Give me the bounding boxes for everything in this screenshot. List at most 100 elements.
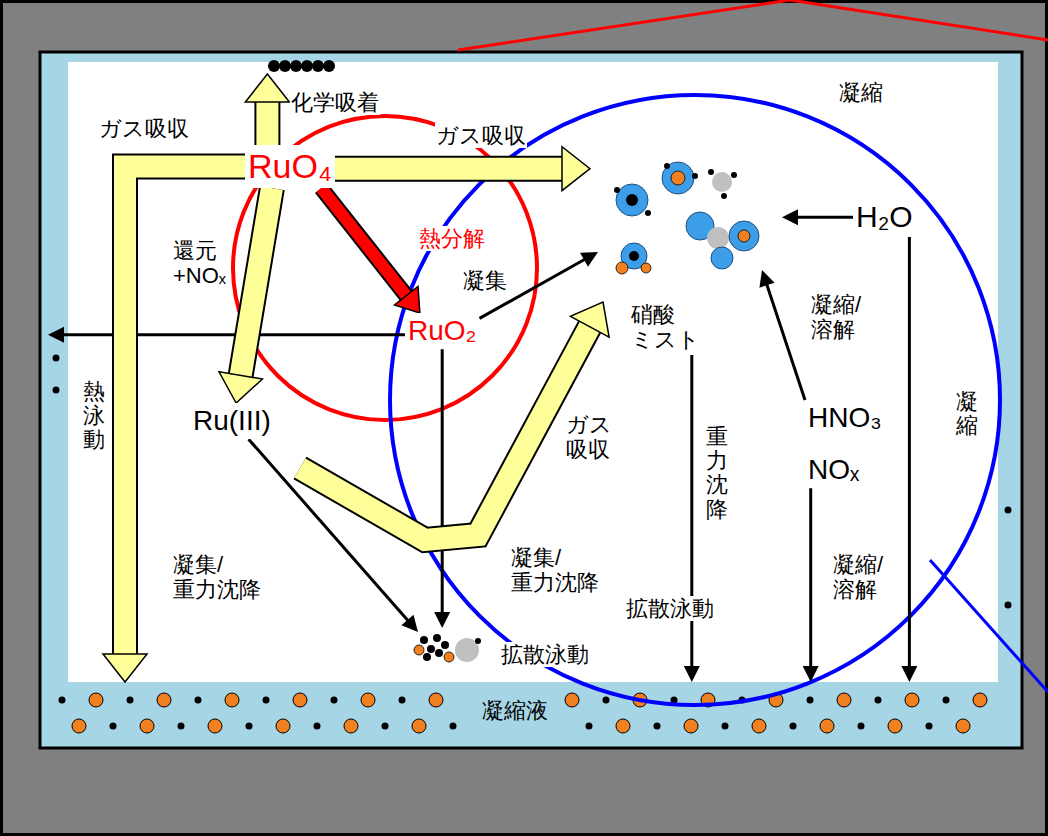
deposited-particles — [414, 634, 481, 662]
particle — [361, 693, 375, 707]
particle — [429, 693, 443, 707]
particle — [293, 693, 307, 707]
process-arrow — [219, 188, 272, 403]
arrow-outline — [321, 188, 407, 296]
process-arrow — [321, 188, 420, 313]
wall-particles — [53, 355, 1012, 609]
chamber-gas-space — [68, 62, 998, 682]
process-label: 凝縮 — [955, 390, 979, 438]
particle — [926, 723, 933, 730]
particle — [684, 719, 698, 733]
particle — [127, 697, 134, 704]
zoom-line — [458, 0, 790, 50]
arrow-head — [219, 372, 262, 403]
arrow-shaft — [767, 284, 805, 400]
arrow-outline — [254, 101, 280, 145]
arrow-shaft — [241, 188, 272, 376]
species-label: NOₓ — [808, 454, 859, 486]
arrow-head — [684, 666, 700, 682]
arrow-shaft — [321, 188, 407, 296]
species-box: RuO₄ — [245, 145, 335, 188]
particle — [382, 723, 389, 730]
arrow-head — [562, 147, 590, 191]
particle — [905, 693, 919, 707]
particle — [157, 693, 171, 707]
species-box: H₂O — [853, 198, 916, 237]
species-label: RuO₂ — [408, 315, 476, 347]
particle — [59, 697, 66, 704]
dissolution-arrow — [759, 270, 805, 400]
gas-absorption-arrow — [300, 302, 609, 540]
particle — [72, 719, 86, 733]
process-label: 化学吸着 — [290, 90, 380, 115]
process-arrow — [803, 488, 819, 682]
process-arrow — [684, 355, 700, 682]
particle — [178, 723, 185, 730]
arrow-head — [759, 270, 774, 288]
particle — [875, 697, 882, 704]
arrow-outline — [241, 188, 272, 376]
arrow-outline — [300, 326, 590, 540]
particle — [331, 697, 338, 704]
process-label: ガス吸収 — [98, 116, 190, 141]
particle — [752, 719, 766, 733]
species-label: HNO₃ — [808, 402, 882, 434]
species-label: Ru(III) — [193, 405, 271, 437]
particle — [616, 719, 630, 733]
particle — [807, 697, 814, 704]
arrow-outline — [335, 156, 563, 182]
particle — [837, 693, 851, 707]
particle — [586, 723, 593, 730]
particle — [973, 693, 987, 707]
particle — [943, 697, 950, 704]
particle — [208, 719, 222, 733]
arrow-head — [48, 327, 64, 343]
particle — [140, 719, 154, 733]
process-label: 拡散泳動 — [625, 596, 715, 621]
zoom-line — [930, 560, 1048, 692]
particle — [820, 719, 834, 733]
species-label: RuO₄ — [248, 147, 332, 186]
species-label: H₂O — [856, 200, 913, 235]
gas-absorption-arrow — [335, 147, 590, 191]
adsorbed-deposit — [268, 60, 335, 72]
arrow-head — [570, 302, 609, 337]
condensate-label: 凝縮液 — [482, 698, 548, 723]
arrow-head — [434, 612, 450, 628]
process-label: 熱泳動 — [82, 380, 106, 453]
process-label: 拡散泳動 — [500, 642, 590, 667]
arrow-shaft — [335, 158, 563, 180]
thermophoresis-arrow — [48, 327, 405, 343]
particle — [603, 697, 610, 704]
particle — [344, 719, 358, 733]
particle — [314, 723, 321, 730]
particle — [956, 719, 970, 733]
liquid-particles — [59, 693, 988, 733]
zoom-line — [790, 0, 1048, 40]
particle — [89, 693, 103, 707]
particle — [412, 719, 426, 733]
condensate-band: 凝縮液 — [42, 682, 1000, 744]
particle — [263, 697, 270, 704]
arrow-head — [580, 252, 598, 267]
arrow-shaft — [809, 488, 812, 667]
particle — [888, 719, 902, 733]
arrow-head — [245, 74, 289, 102]
particle — [790, 723, 797, 730]
process-label: ガス 吸収 — [565, 412, 613, 463]
particle — [195, 697, 202, 704]
particle — [225, 693, 239, 707]
process-arrow — [901, 237, 917, 683]
particle — [276, 719, 290, 733]
condensation-arrow — [782, 209, 853, 225]
particle — [565, 693, 579, 707]
species-box: RuO₂ — [405, 313, 479, 349]
species-box: 硝酸 ミスト — [628, 300, 703, 355]
arrow-head — [103, 654, 147, 682]
particle — [246, 723, 253, 730]
process-label: 凝集/ 重力沈降 — [510, 545, 600, 596]
species-box: Ru(III) — [190, 403, 274, 439]
adsorption-arrow — [245, 74, 289, 145]
mist-label: 硝酸 ミスト — [631, 302, 700, 353]
